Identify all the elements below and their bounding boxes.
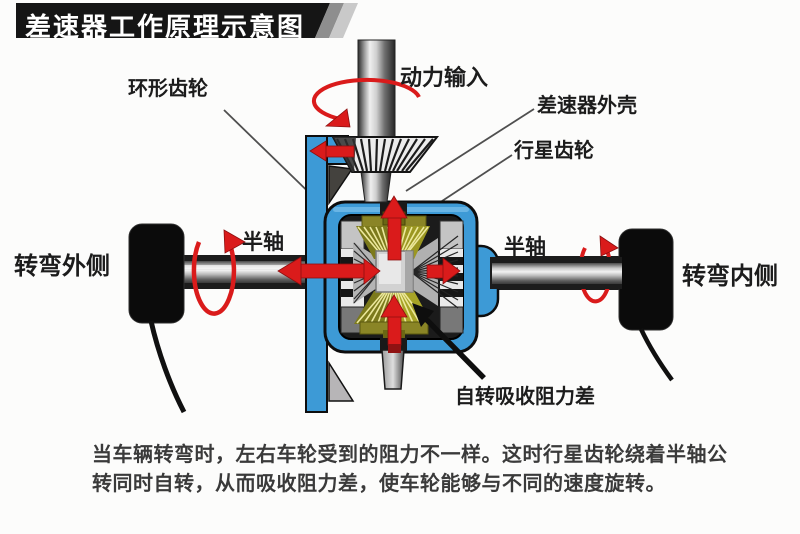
wheel-right	[618, 228, 674, 382]
arrow-right-axle	[426, 257, 461, 285]
lower-bearing-stub	[381, 349, 405, 390]
arrow-left-ring-gear	[309, 140, 355, 162]
label-planet-gear: 行星齿轮	[514, 140, 594, 162]
ring-gear-top-gusset	[328, 165, 354, 206]
self-rotation-pointer	[412, 303, 486, 380]
input-shaft	[357, 39, 396, 141]
label-half-shaft-right: 半轴	[504, 236, 546, 259]
arrow-up-bottom	[380, 294, 408, 353]
wheel-right-track-line	[638, 328, 674, 382]
power-rotation-arrow	[311, 77, 421, 128]
label-turn-outer: 转弯外侧	[14, 253, 110, 280]
page-title: 差速器工作原理示意图	[25, 12, 306, 42]
ring-gear-bottom-gusset	[328, 360, 355, 402]
wheel-rotation-arrow-left	[191, 229, 246, 316]
label-ring-gear: 环形齿轮	[128, 78, 208, 100]
label-self-rotate: 自转吸收阻力差	[455, 386, 595, 408]
wheel-left-track-line	[148, 320, 187, 414]
label-half-shaft-left: 半轴	[242, 231, 284, 254]
caption-line-1: 当车辆转弯时，左右车轮受到的阻力不一样。这时行星齿轮绕着半轴公	[92, 444, 728, 466]
label-power-input: 动力输入	[400, 65, 489, 90]
force-arrows	[277, 140, 461, 353]
housing-leader-line	[405, 108, 535, 192]
label-turn-inner: 转弯内侧	[682, 263, 778, 290]
wheel-left	[128, 223, 187, 414]
arrow-left-axle	[277, 256, 381, 286]
title-banner	[16, 3, 358, 38]
arrow-up-top	[380, 195, 408, 261]
caption-line-2: 转同时自转，从而吸收阻力差，使车轮能够与不同的速度旋转。	[92, 473, 666, 495]
caption-paragraph: 当车辆转弯时，左右车轮受到的阻力不一样。这时行星齿轮绕着半轴公 转同时自转，从而…	[92, 441, 752, 499]
ring-gear-plate	[305, 135, 355, 413]
label-housing: 差速器外壳	[537, 95, 637, 117]
